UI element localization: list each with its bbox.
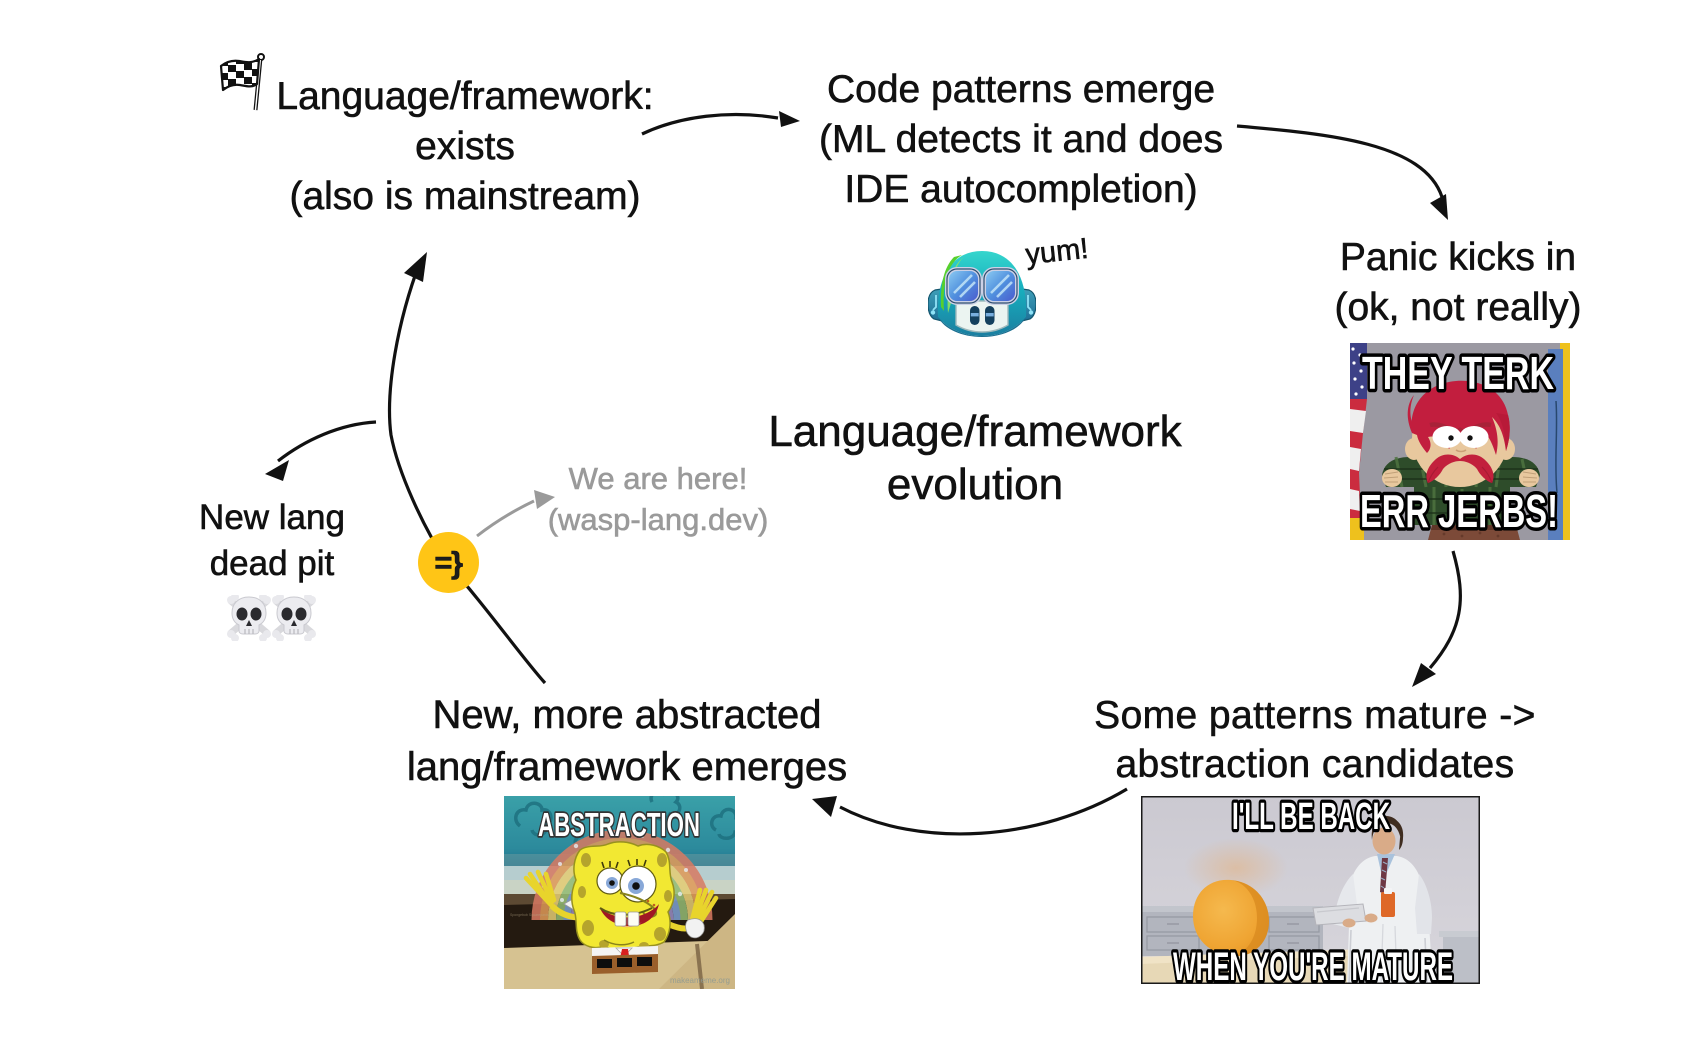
svg-text:makeameme.org: makeameme.org [670,976,730,985]
svg-text:Spongebob Squarepants: Spongebob Squarepants [510,913,549,917]
svg-text:ERR JERBS!: ERR JERBS! [1360,485,1558,537]
svg-text:I'LL BE BACK: I'LL BE BACK [1232,796,1390,838]
svg-text:ABSTRACTION: ABSTRACTION [538,806,700,843]
svg-text:WHEN YOU'RE MATURE: WHEN YOU'RE MATURE [1173,945,1453,984]
svg-text:THEY TERK: THEY TERK [1362,347,1554,399]
